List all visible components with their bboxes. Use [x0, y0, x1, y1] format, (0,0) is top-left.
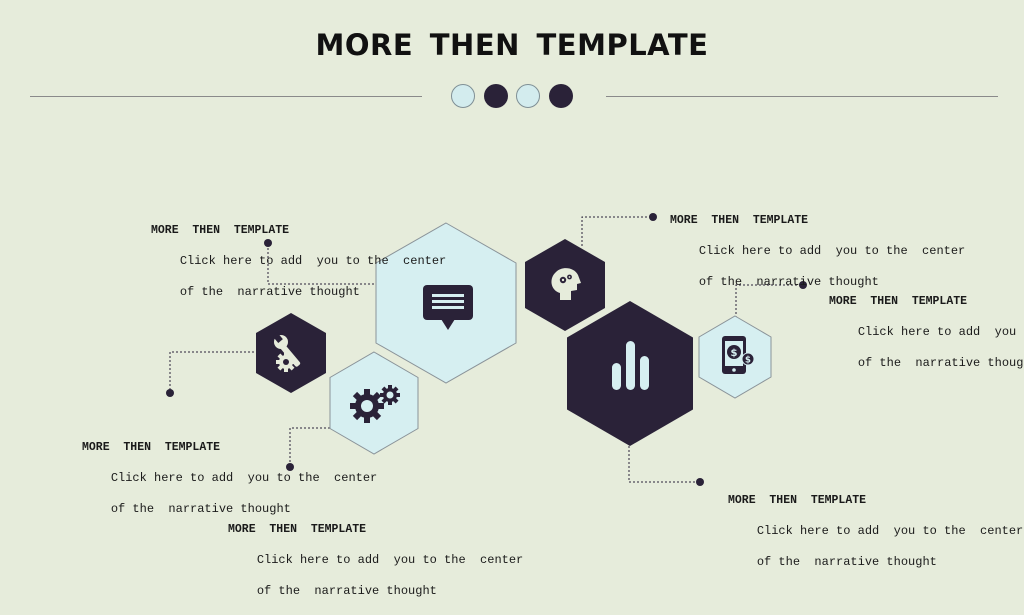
- header-rule-right: [606, 96, 998, 97]
- text-block-bottom-left: MORE THEN TEMPLATE Click here to add you…: [228, 491, 523, 615]
- text-block-line: Click here to add you to the center: [179, 254, 447, 268]
- bar-chart-icon: [612, 341, 649, 390]
- connector-dot-bottom-right: [696, 478, 704, 486]
- text-block-heading: MORE THEN TEMPLATE: [82, 441, 221, 454]
- gears-icon: [350, 385, 400, 423]
- text-block-heading: MORE THEN TEMPLATE: [228, 523, 367, 536]
- text-block-line: of the narrative thought: [110, 502, 291, 516]
- text-block-left: MORE THEN TEMPLATE Click here to add you…: [82, 409, 377, 533]
- text-block-line: Click here to add you to the: [857, 325, 1024, 339]
- text-block-heading: MORE THEN TEMPLATE: [151, 224, 290, 237]
- text-block-line: of the narrative thought: [256, 584, 437, 598]
- text-block-line: of the narrative thought: [698, 275, 879, 289]
- slide: MORE THEN TEMPLATE: [30, 28, 1024, 598]
- connector-top-left: [267, 240, 376, 285]
- slide-title: MORE THEN TEMPLATE: [315, 28, 709, 62]
- header-dot-2: [484, 84, 508, 108]
- head-gears-icon: [551, 268, 581, 300]
- header-dot-1: [451, 84, 475, 108]
- svg-text:$: $: [731, 348, 738, 359]
- text-block-bottom-right: MORE THEN TEMPLATE Click here to add you…: [728, 462, 1023, 586]
- header-dot-4: [549, 84, 573, 108]
- text-block-top-right: MORE THEN TEMPLATE Click here to add you…: [670, 182, 965, 306]
- connector-right: [735, 284, 803, 318]
- text-block-line: Click here to add you to the center: [110, 471, 378, 485]
- text-block-line: of the narrative thought: [857, 356, 1024, 370]
- text-block-right: MORE THEN TEMPLATE Click here to add you…: [829, 263, 1024, 387]
- wrench-gear-icon: [272, 332, 301, 372]
- svg-text:$: $: [745, 356, 751, 366]
- text-block-top-left: MORE THEN TEMPLATE Click here to add you…: [151, 192, 446, 316]
- connector-dot-top-left: [264, 239, 272, 247]
- connector-left: [169, 351, 258, 393]
- text-block-heading: MORE THEN TEMPLATE: [670, 214, 809, 227]
- text-block-heading: MORE THEN TEMPLATE: [829, 295, 968, 308]
- hexagon-diagram: $ $: [166, 213, 807, 486]
- text-block-line: Click here to add you to the center: [256, 553, 524, 567]
- header-dot-3: [516, 84, 540, 108]
- mobile-dollar-icon: $ $: [722, 336, 755, 374]
- connector-bottom-right: [628, 446, 700, 483]
- text-block-heading: MORE THEN TEMPLATE: [728, 494, 867, 507]
- connector-dot-bottom-left: [286, 463, 294, 471]
- text-block-line: Click here to add you to the center: [756, 524, 1024, 538]
- connector-dot-top-right: [649, 213, 657, 221]
- chat-bubble-icon: [423, 285, 473, 330]
- connector-dot-left: [166, 389, 174, 397]
- text-block-line: of the narrative thought: [179, 285, 360, 299]
- text-block-line: Click here to add you to the center: [698, 244, 966, 258]
- connector-dot-right: [799, 281, 807, 289]
- connector-top-right: [581, 216, 653, 246]
- header-rule-left: [30, 96, 422, 97]
- text-block-line: of the narrative thought: [756, 555, 937, 569]
- connector-bottom-left: [289, 427, 330, 467]
